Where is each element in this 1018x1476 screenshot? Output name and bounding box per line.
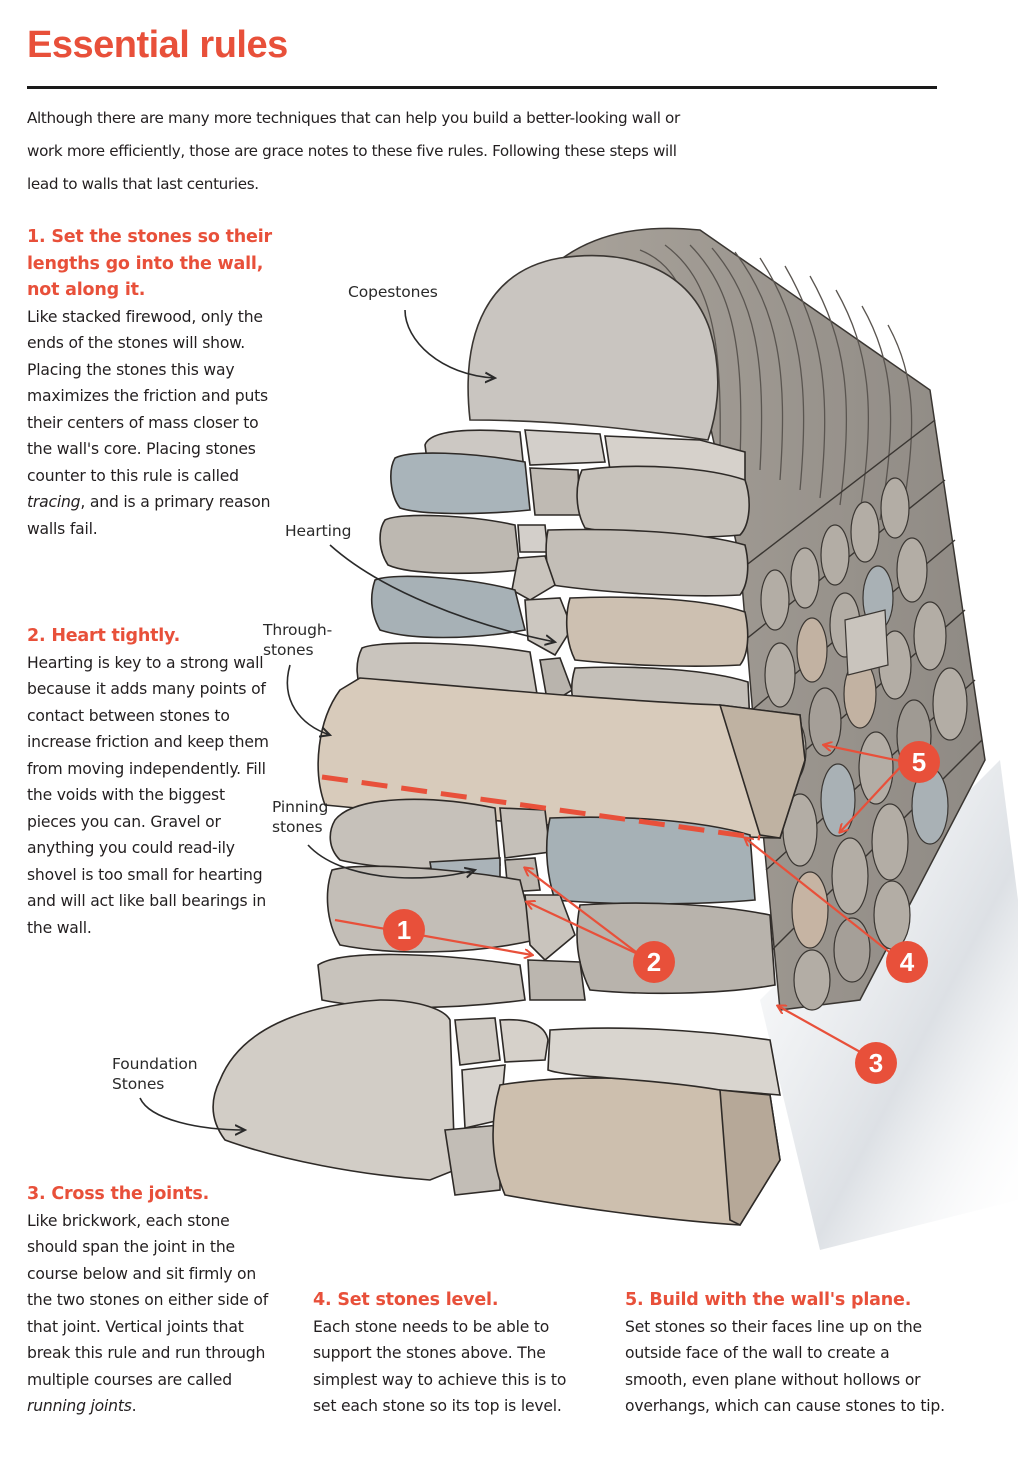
rule-5-arrow-a [824,745,906,764]
throughstones-arrow [286,664,330,735]
label-copestones: Copestones [348,283,438,301]
rule-4-body: Each stone needs to be able to support t… [313,1317,567,1416]
pinning-arrow [307,844,475,879]
copestones-arrow [404,309,495,378]
rule-5-arrow-b [840,761,906,832]
title-divider [27,86,937,89]
badge-3: 3 [855,1042,897,1084]
intro-paragraph: Although there are many more techniques … [27,109,680,193]
rule-3-arrow [778,1006,863,1054]
rule-5-heading: 5. Build with the wall's plane. [625,1290,912,1310]
rule-3-heading: 3. Cross the joints. [27,1184,210,1204]
rule-1-arrow [334,918,532,955]
rule-1: 1. Set the stones so their lengths go in… [27,224,272,542]
rule-3-body-text-end: . [131,1397,137,1415]
ground-shadow [760,760,1018,1250]
label-foundation-stones: Foundation Stones [112,1055,198,1093]
rule-2-body: Hearting is key to a strong wall because… [27,653,269,937]
label-pinning-stones: Pinning stones [272,798,329,836]
copestone-front [467,254,719,441]
label-hearting: Hearting [285,522,352,540]
rule-2: 2. Heart tightly. Hearting is key to a s… [27,623,272,941]
rule-2-heading: 2. Heart tightly. [27,626,181,646]
rule-3-term: running joints [27,1397,132,1415]
badge-2: 2 [633,941,675,983]
rule-3-body: Like brickwork, each stone should span t… [27,1208,277,1420]
protruding-stone [844,609,889,676]
rule-2-arrow-a [525,868,641,956]
badge-1: 1 [383,909,425,951]
rule-1-heading: 1. Set the stones so their lengths go in… [27,227,272,300]
rule-4: 4. Set stones level. Each stone needs to… [313,1287,593,1420]
rule-4-heading: 4. Set stones level. [313,1290,499,1310]
badge-5: 5 [898,741,940,783]
level-line [321,774,761,841]
rule-1-term: tracing [27,493,81,511]
badge-4: 4 [886,941,928,983]
rule-1-body: Like stacked firewood, only the ends of … [27,304,272,543]
foundation-arrow [139,1097,245,1130]
wall-front-face [212,429,806,1227]
page-title: Essential rules [27,24,288,66]
rule-1-body-text: Like stacked firewood, only the ends of … [27,307,268,485]
label-throughstones: Through- stones [263,621,333,659]
rule-5: 5. Build with the wall's plane. Set ston… [625,1287,945,1420]
rule-2-arrow-b [527,902,641,956]
rule-4-arrow [745,838,894,956]
foundation-stone-left [212,999,456,1181]
hearting-arrow [329,544,555,642]
rule-5-body: Set stones so their faces line up on the… [625,1317,945,1416]
rule-3: 3. Cross the joints. Like brickwork, eac… [27,1181,277,1420]
rule-3-body-text: Like brickwork, each stone should span t… [27,1211,269,1389]
rule-1-body-text-end: , and is a primary reason walls fail. [27,493,271,538]
